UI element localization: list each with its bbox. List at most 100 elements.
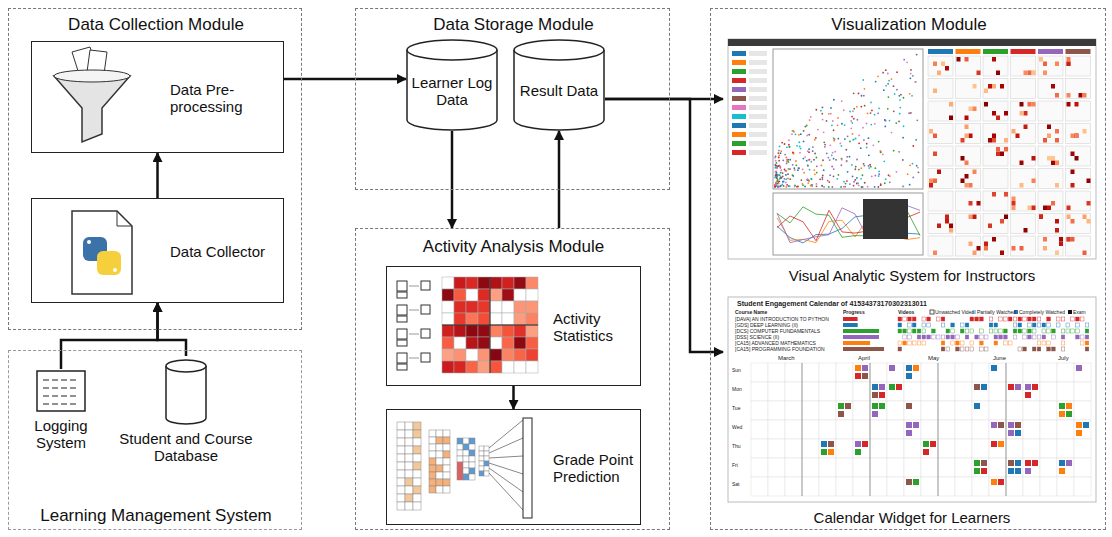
activity-mark bbox=[855, 365, 861, 371]
scatter-dot bbox=[833, 99, 835, 101]
scatter-dot bbox=[811, 178, 813, 180]
scatter-dot bbox=[861, 95, 863, 97]
scatter-dot bbox=[858, 134, 860, 136]
calendar-day bbox=[1074, 382, 1091, 401]
screenshot-text: Tue bbox=[732, 406, 740, 411]
scatter-dot bbox=[868, 154, 870, 156]
activity-mark bbox=[862, 365, 868, 371]
scatter-dot bbox=[880, 184, 882, 186]
calendar-day bbox=[1057, 420, 1074, 439]
activity-mark bbox=[1059, 460, 1065, 466]
node-label: Visualization Module bbox=[711, 15, 1107, 35]
scatter-dot bbox=[796, 145, 798, 147]
calendar-day bbox=[972, 477, 989, 496]
activity-mark bbox=[1066, 411, 1072, 417]
calendar-day bbox=[853, 477, 870, 496]
scatter-dot bbox=[849, 183, 851, 185]
heat-cell bbox=[973, 84, 977, 89]
scatter-dot bbox=[864, 105, 866, 107]
heat-cell bbox=[514, 361, 526, 373]
scatter-dot bbox=[909, 184, 911, 186]
feature-cell bbox=[457, 444, 463, 450]
scatter-dot bbox=[834, 138, 836, 140]
feature-cell bbox=[436, 458, 443, 465]
feature-cell bbox=[443, 465, 450, 472]
feature-cell bbox=[405, 454, 413, 462]
scatter-dot bbox=[795, 164, 797, 166]
group-item bbox=[732, 87, 746, 92]
heat-cell bbox=[973, 251, 977, 256]
heat-cell bbox=[941, 62, 945, 67]
calendar-cell bbox=[983, 79, 1008, 99]
video-square bbox=[980, 317, 984, 321]
feature-cell bbox=[397, 502, 405, 510]
calendar-day bbox=[1006, 458, 1023, 477]
scatter-dot bbox=[807, 150, 809, 152]
video-square bbox=[1061, 341, 1065, 345]
video-square bbox=[999, 329, 1003, 333]
feature-cell bbox=[405, 438, 413, 446]
calendar-day bbox=[887, 477, 904, 496]
scatter-dot bbox=[857, 119, 859, 121]
heat-cell bbox=[1051, 161, 1055, 166]
calendar-cell bbox=[1038, 56, 1063, 76]
heat-cell bbox=[442, 301, 454, 313]
scatter-dot bbox=[884, 119, 886, 121]
scatter-dot bbox=[794, 186, 796, 188]
heat-cell bbox=[945, 215, 949, 220]
activity-mark bbox=[1008, 468, 1014, 474]
heat-cell bbox=[526, 361, 538, 373]
activity-mark bbox=[1076, 430, 1082, 436]
scatter-dot bbox=[782, 159, 784, 161]
scatter-dot bbox=[822, 106, 824, 108]
scatter-dot bbox=[884, 119, 886, 121]
scatter-dot bbox=[910, 112, 912, 114]
node-label: Calendar Widget for Learners bbox=[723, 509, 1101, 526]
scatter-dot bbox=[860, 178, 862, 180]
scatter-dot bbox=[822, 119, 824, 121]
scatter-dot bbox=[779, 145, 781, 147]
calendar-cell bbox=[1066, 146, 1091, 166]
heat-cell bbox=[1028, 71, 1032, 76]
heat-cell bbox=[961, 138, 965, 143]
heat-cell bbox=[1039, 215, 1043, 220]
activity-mark bbox=[998, 479, 1004, 485]
scatter-dot bbox=[844, 124, 846, 126]
calendar-cell bbox=[956, 236, 981, 256]
feature-cell bbox=[413, 454, 421, 462]
scatter-dot bbox=[912, 163, 914, 165]
scatter-dot bbox=[898, 121, 900, 123]
video-square bbox=[898, 347, 902, 351]
heat-cell bbox=[1059, 242, 1063, 247]
heat-cell bbox=[965, 174, 969, 179]
scatter-dot bbox=[784, 170, 786, 172]
progress-bar bbox=[843, 329, 879, 333]
video-square bbox=[908, 335, 912, 339]
group-item bbox=[732, 105, 746, 110]
scatter-dot bbox=[866, 147, 868, 149]
heat-cell bbox=[992, 192, 996, 197]
scatter-dot bbox=[781, 142, 783, 144]
heat-cell bbox=[1087, 179, 1091, 184]
icon-square bbox=[421, 305, 430, 314]
activity-mark bbox=[998, 422, 1004, 428]
calendar-day bbox=[819, 439, 836, 458]
heat-cell bbox=[526, 325, 538, 337]
heat-cell bbox=[514, 313, 526, 325]
calendar-day bbox=[955, 439, 972, 458]
scatter-dot bbox=[893, 85, 895, 87]
feature-cell bbox=[397, 470, 405, 478]
scatter-dot bbox=[866, 123, 868, 125]
scatter-dot bbox=[800, 179, 802, 181]
activity-mark bbox=[1066, 403, 1072, 409]
activity-mark bbox=[862, 441, 868, 447]
activity-mark bbox=[838, 403, 844, 409]
video-square bbox=[1076, 317, 1080, 321]
heat-cell bbox=[526, 313, 538, 325]
feature-cell bbox=[463, 456, 469, 462]
heat-cell bbox=[454, 301, 466, 313]
video-square bbox=[1037, 347, 1041, 351]
scatter-dot bbox=[857, 182, 859, 184]
activity-mark bbox=[862, 373, 868, 379]
calendar-day bbox=[1023, 439, 1040, 458]
